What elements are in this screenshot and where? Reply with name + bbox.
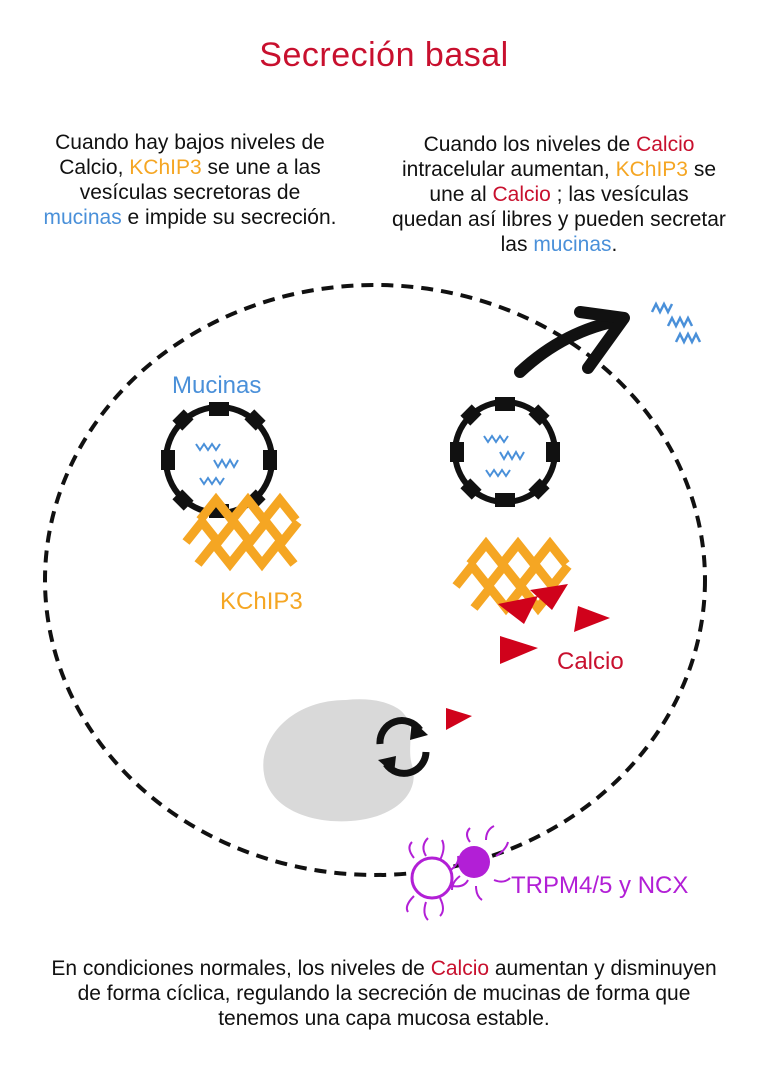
vesicle-right (450, 397, 560, 507)
high-calcium-kchip3-term: KChIP3 (615, 158, 688, 181)
kchip3-right (452, 536, 572, 616)
cycle-arrows-icon (376, 717, 430, 777)
low-calcium-text-2: se une a las vesículas secretoras de (79, 156, 321, 204)
mucinas-label: Mucinas (172, 372, 262, 399)
vesicle-left (161, 402, 277, 518)
high-calcium-calcio-term-1: Calcio (636, 133, 695, 156)
trpm-ncx-label: TRPM4/5 y NCX (511, 872, 689, 899)
high-calcium-text-4: ; las vesículas quedan así libres y pued… (392, 183, 726, 256)
trpm-ncx-channels (405, 825, 511, 921)
low-calcium-mucinas-term: mucinas (43, 206, 122, 229)
high-calcium-mucinas-term: mucinas (533, 233, 612, 256)
high-calcium-description: Cuando los niveles de Calcio intracelula… (392, 132, 726, 257)
kchip3-label: KChIP3 (220, 588, 303, 615)
normal-conditions-calcio-term: Calcio (430, 957, 490, 980)
calcium-store-organelle (263, 699, 414, 822)
high-calcium-text-1: Cuando los niveles de (423, 133, 637, 156)
calcio-label: Calcio (557, 648, 624, 675)
secreted-mucins (650, 301, 702, 345)
normal-conditions-text-2: aumentan y disminuyen de forma cíclica, … (77, 957, 717, 1030)
cell-membrane (43, 283, 707, 877)
high-calcium-text-2: intracelular aumentan, (401, 158, 616, 181)
kchip3-left (182, 492, 302, 572)
low-calcium-description: Cuando hay bajos niveles de Calcio, KChI… (40, 130, 340, 230)
low-calcium-text-1: Cuando hay bajos niveles de Calcio, (55, 131, 325, 179)
diagram-title: Secreción basal (259, 36, 509, 74)
low-calcium-text-3: e impide su secreción. (121, 206, 337, 229)
high-calcium-calcio-term-2: Calcio (492, 183, 551, 206)
secretion-arrow (514, 306, 630, 378)
high-calcium-text-5: . (611, 233, 618, 256)
high-calcium-text-3: se une al (429, 158, 716, 206)
normal-conditions-text-1: En condiciones normales, los niveles de (51, 957, 431, 980)
low-calcium-kchip3-term: KChIP3 (129, 156, 202, 179)
normal-conditions-description: En condiciones normales, los niveles de … (40, 956, 728, 1031)
